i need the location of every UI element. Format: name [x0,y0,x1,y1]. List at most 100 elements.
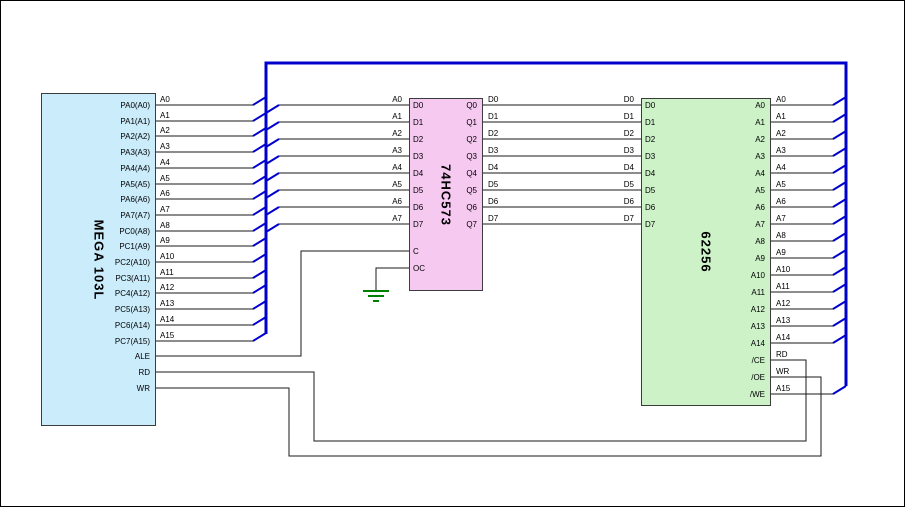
mega-title: MEGA 103L [91,219,106,300]
latch-pin-label: OC [413,264,425,273]
latch-title: 74HC573 [438,163,454,226]
mega-net-label: A15 [160,331,175,340]
sram-pin-label: D3 [645,152,656,161]
sram-pin-label: A13 [750,322,765,331]
sram-pin-label: /WE [749,390,765,399]
latch-output-net-label: D6 [488,197,499,206]
latch-pin-label: D3 [413,152,424,161]
sram-address-net-label: A14 [776,333,791,342]
latch-output-net-label: D2 [488,129,499,138]
latch-input-net-label: A2 [392,129,402,138]
latch-pin-label: D6 [413,203,424,212]
sram-pin-label: A10 [750,271,765,280]
latch-pin-label: D5 [413,186,424,195]
sram-address-net-label: A13 [776,316,791,325]
mega-net-label: A10 [160,252,175,261]
sram-control-net-label: WR [776,367,790,376]
sram-address-net-label: A0 [776,95,786,104]
latch-output-net-label: D4 [488,163,499,172]
sram-pin-label: /OE [751,373,765,382]
sram-pin-label: D2 [645,135,656,144]
sram-address-net-label: A6 [776,197,786,206]
sram-pin-label: A11 [751,288,765,297]
sram-data-net-label: D3 [623,146,634,155]
sram-address-net-label: A4 [776,163,786,172]
mega-pin-label: PC3(A11) [115,274,150,283]
sram-data-net-label: D7 [623,214,634,223]
mega-net-label: A12 [160,283,175,292]
latch-pin-label: D1 [413,118,424,127]
sram-control-net-label: RD [776,350,788,359]
sram-pin-label: A6 [755,203,765,212]
mega-pin-label: PC4(A12) [114,289,150,298]
sram-address-net-label: A10 [776,265,791,274]
mega-net-label: A2 [160,126,170,135]
sram-address-net-label: A9 [776,248,786,257]
mega-pin-label: PA3(A3) [120,148,150,157]
sram-pin-label: D5 [645,186,656,195]
mega-pin-label: PC7(A15) [114,337,150,346]
latch-pin-label: Q2 [466,135,477,144]
sram-address-net-label: A3 [776,146,786,155]
mega-pin-label: PA5(A5) [120,180,150,189]
mega-pin-label: PA4(A4) [120,164,150,173]
sram-pin-label: A4 [755,169,765,178]
sram-data-net-label: D1 [623,112,634,121]
sram-pin-label: A5 [755,186,765,195]
sram-pin-label: A0 [755,101,765,110]
latch-pin-label: Q3 [466,152,477,161]
sram-pin-label: A8 [755,237,765,246]
sram-pin-label: A2 [755,135,765,144]
latch-pin-label: Q7 [466,220,477,229]
sram-pin-label: /CE [751,356,765,365]
sram-data-net-label: D2 [623,129,634,138]
latch-input-net-label: A4 [392,163,402,172]
mega-pin-label: PC1(A9) [119,242,150,251]
mega-pin-label: PA1(A1) [120,117,150,126]
mega-pin-label: ALE [134,352,150,361]
mega-net-label: A14 [160,315,175,324]
sram-address-net-label: A11 [776,282,790,291]
sram-pin-label: A12 [750,305,765,314]
latch-output-net-label: D1 [488,112,499,121]
latch-output-net-label: D3 [488,146,499,155]
mega-net-label: A1 [160,111,170,120]
sram-address-net-label: A12 [776,299,791,308]
mega-net-label: A8 [160,221,170,230]
latch-input-net-label: A1 [392,112,402,121]
sram-pin-label: D4 [645,169,656,178]
sram-pin-label: A1 [755,118,765,127]
latch-pin-label: D2 [413,135,424,144]
sram-pin-label: D0 [645,101,656,110]
sram-data-net-label: D0 [623,95,634,104]
mega-net-label: A9 [160,236,170,245]
mega-net-label: A13 [160,299,175,308]
latch-input-net-label: A6 [392,197,402,206]
sram-pin-label: D6 [645,203,656,212]
latch-input-net-label: A5 [392,180,402,189]
mega-pin-label: PC2(A10) [114,258,150,267]
latch-input-net-label: A0 [392,95,402,104]
mega-net-label: A4 [160,158,170,167]
latch-pin-label: C [413,247,419,256]
sram-address-net-label: A2 [776,129,786,138]
mega-pin-label: PA7(A7) [120,211,150,220]
sram-pin-label: D7 [645,220,656,229]
mega-pin-label: PA6(A6) [120,195,150,204]
mega-net-label: A11 [160,268,174,277]
sram-address-net-label: A8 [776,231,786,240]
sram-data-net-label: D6 [623,197,634,206]
sram-pin-label: A7 [755,220,765,229]
sram-address-net-label: A1 [776,112,786,121]
sram-control-net-label: A15 [776,384,791,393]
sram-pin-label: A14 [750,339,765,348]
latch-pin-label: Q5 [466,186,477,195]
mega103l-chip: MEGA 103L [41,93,156,426]
latch-pin-label: Q6 [466,203,477,212]
latch-input-net-label: A7 [392,214,402,223]
mega-pin-label: PA0(A0) [120,101,150,110]
sram-address-net-label: A7 [776,214,786,223]
latch-output-net-label: D7 [488,214,499,223]
latch-pin-label: Q0 [466,101,477,110]
